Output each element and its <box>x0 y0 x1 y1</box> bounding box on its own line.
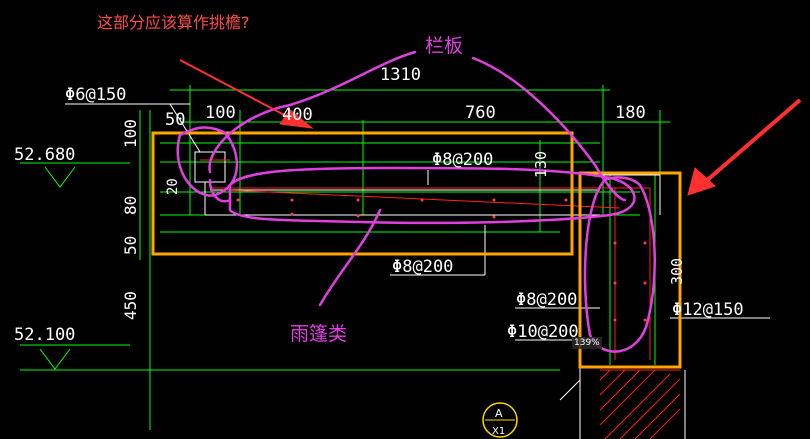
parapet-annotation: 栏板 <box>425 35 463 57</box>
column-hatch <box>599 369 681 439</box>
rebar-label-top-left: Φ6@150 <box>65 85 126 105</box>
dim-400: 400 <box>282 105 313 125</box>
dim-total-width: 1310 <box>380 65 421 85</box>
rebar-label-col-b: Φ10@200 <box>507 322 579 342</box>
axis-bubble: A X1 <box>482 402 518 438</box>
dim-v-50: 50 <box>121 236 140 255</box>
dim-v-80: 80 <box>121 196 140 215</box>
dim-180: 180 <box>615 103 646 123</box>
dim-50: 50 <box>165 110 185 130</box>
dim-760: 760 <box>465 103 496 123</box>
axis-bubble-sub: X1 <box>492 426 505 437</box>
dim-v-450: 450 <box>121 291 140 320</box>
elevation-upper: 52.680 <box>14 145 75 165</box>
red-arrows <box>179 59 802 196</box>
canopy-highlight-box <box>151 131 574 256</box>
magenta-annotations <box>176 50 656 353</box>
axis-bubble-letter: A <box>495 407 503 420</box>
dim-v-130: 130 <box>532 151 550 178</box>
dim-v-100: 100 <box>121 119 140 148</box>
dim-v-20: 20 <box>165 178 181 195</box>
question-annotation: 这部分应该算作挑檐? <box>97 13 250 32</box>
rebar-dots <box>236 198 647 322</box>
parapet-highlight-box <box>578 171 682 369</box>
white-linework <box>65 103 770 439</box>
rebar-label-col-c: Φ12@150 <box>672 300 744 320</box>
elevation-lower: 52.100 <box>14 325 75 345</box>
dim-100: 100 <box>205 103 236 123</box>
rebar-label-col-a: Φ8@200 <box>516 290 577 310</box>
rebar-label-slab-bottom: Φ8@200 <box>392 257 453 277</box>
zoom-level-badge: 139% <box>572 337 602 349</box>
canopy-annotation: 雨篷类 <box>290 323 347 345</box>
dim-v-300: 300 <box>668 258 686 285</box>
rebar-label-slab-top: Φ8@200 <box>432 150 493 170</box>
